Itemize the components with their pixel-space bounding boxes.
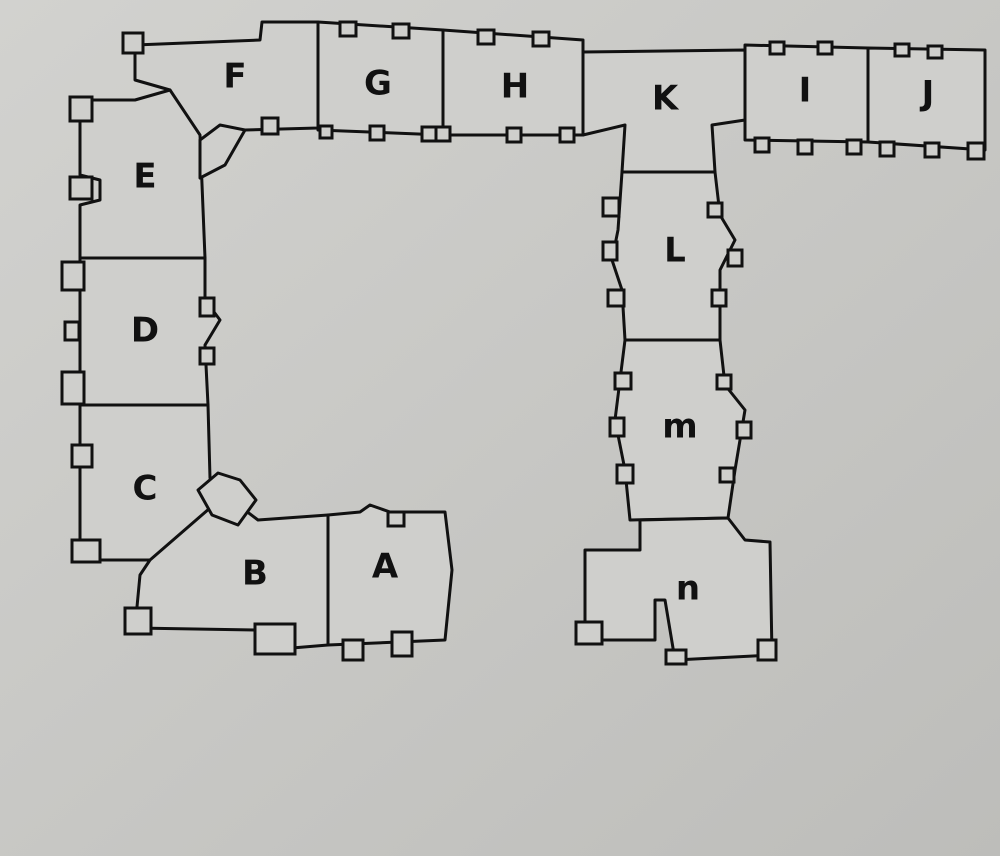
- room-label-D: D: [131, 311, 159, 351]
- room-label-F: F: [223, 57, 246, 97]
- room-label-M: m: [662, 407, 697, 447]
- room-M: [613, 338, 747, 522]
- towers: [60, 20, 986, 666]
- corner-chamber-northwest: [198, 123, 247, 180]
- room-label-E: E: [133, 157, 156, 197]
- room-label-A: A: [372, 547, 399, 587]
- room-A: [326, 503, 454, 647]
- room-label-H: H: [501, 67, 529, 107]
- room-label-B: B: [242, 554, 268, 594]
- room-label-N: n: [676, 569, 700, 609]
- corner-chamber-southwest: [196, 471, 258, 527]
- room-label-I: I: [799, 71, 812, 111]
- room-label-L: L: [664, 231, 686, 271]
- room-F: [133, 20, 320, 177]
- room-label-K: K: [652, 79, 680, 119]
- room-label-J: J: [920, 74, 935, 114]
- room-N: [583, 516, 774, 662]
- room-label-G: G: [364, 64, 392, 104]
- room-label-C: C: [133, 469, 158, 509]
